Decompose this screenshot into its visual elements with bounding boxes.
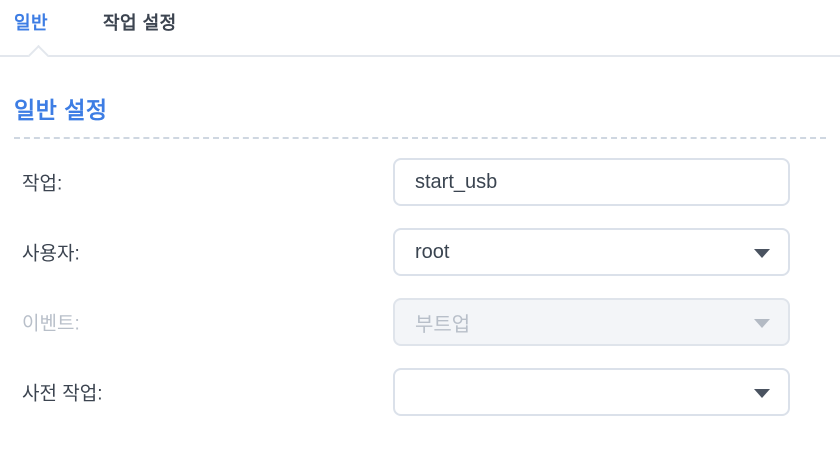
tab-task-settings[interactable]: 작업 설정 xyxy=(103,13,177,33)
chevron-down-icon xyxy=(754,388,770,398)
user-label: 사용자: xyxy=(22,243,80,265)
active-tab-caret-indicator xyxy=(27,44,50,67)
tab-general[interactable]: 일반 xyxy=(14,13,49,33)
section-heading-general-settings: 일반 설정 xyxy=(14,97,108,123)
pretask-label: 사전 작업: xyxy=(22,383,103,405)
user-select-value: root xyxy=(415,240,450,263)
event-label: 이벤트: xyxy=(22,313,80,335)
user-select[interactable]: root xyxy=(393,228,790,276)
task-name-input[interactable] xyxy=(393,158,790,206)
form-row-task: 작업: xyxy=(0,158,840,206)
tab-divider-line xyxy=(0,55,840,57)
form-row-user: 사용자: root xyxy=(0,228,840,276)
chevron-down-icon xyxy=(754,318,770,328)
dashed-separator xyxy=(14,137,826,139)
event-select: 부트업 xyxy=(393,298,790,346)
chevron-down-icon xyxy=(754,248,770,258)
event-select-value: 부트업 xyxy=(415,313,471,336)
form-row-event: 이벤트: 부트업 xyxy=(0,298,840,346)
task-name-label: 작업: xyxy=(22,173,63,195)
pretask-select[interactable] xyxy=(393,368,790,416)
form-row-pretask: 사전 작업: xyxy=(0,368,840,416)
tab-bar: 일반 작업 설정 xyxy=(0,0,840,67)
